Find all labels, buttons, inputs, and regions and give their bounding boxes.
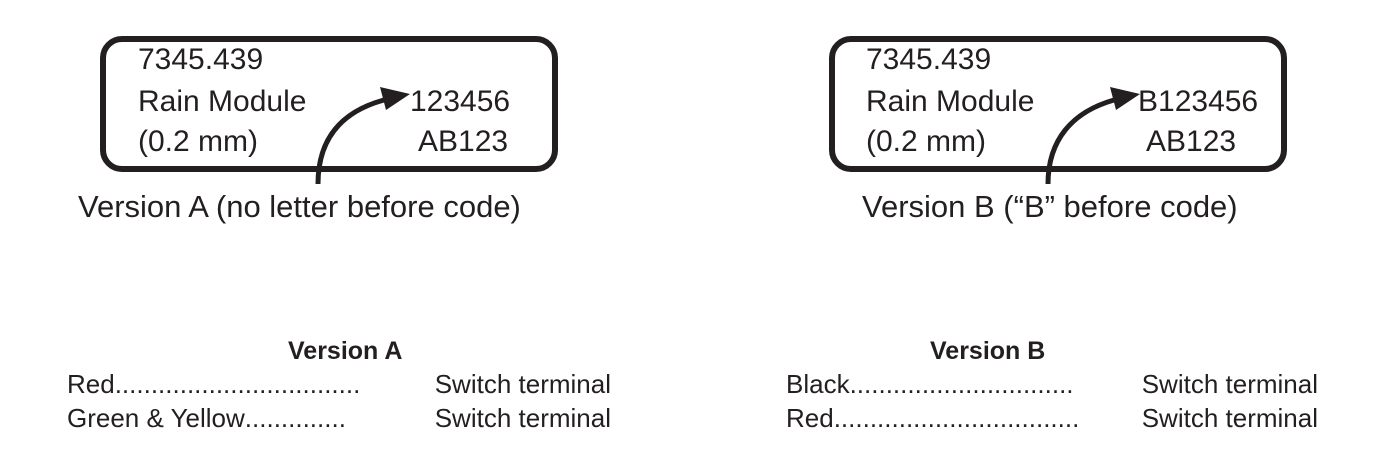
version-a-label-box	[100, 36, 558, 172]
table-row: Green & Yellow .............. Switch ter…	[67, 402, 611, 434]
version-a-rain-spec: (0.2 mm)	[138, 125, 258, 158]
leader-dots: ..............	[244, 403, 346, 433]
table-row: Black ............................... Sw…	[786, 368, 1318, 400]
terminal-name: Switch terminal	[1141, 403, 1318, 433]
table-row: Red .................................. S…	[67, 368, 611, 400]
leader-dots: ..................................	[833, 403, 1080, 433]
wire-color: Green & Yellow	[67, 403, 245, 433]
leader-dots: ..................................	[114, 369, 361, 399]
version-b-batch: AB123	[1146, 125, 1237, 158]
wire-color: Black	[786, 369, 850, 399]
version-a-part-number: 7345.439	[138, 43, 264, 76]
terminal-name: Switch terminal	[434, 369, 611, 399]
terminal-name: Switch terminal	[434, 403, 611, 433]
version-a-table-title: Version A	[288, 337, 403, 365]
terminal-name: Switch terminal	[1141, 369, 1318, 399]
table-row: Red .................................. S…	[786, 402, 1318, 434]
version-a-module-name: Rain Module	[138, 85, 307, 118]
version-b-code: B123456	[1138, 85, 1259, 118]
leader-dots: ...............................	[849, 369, 1074, 399]
wire-color: Red	[67, 369, 115, 399]
version-a-caption: Version A (no letter before code)	[78, 189, 521, 224]
wire-color: Red	[786, 403, 834, 433]
version-b-part-number: 7345.439	[866, 43, 992, 76]
version-b-table-title: Version B	[930, 337, 1046, 365]
version-a-code: 123456	[410, 85, 511, 118]
version-a-batch: AB123	[418, 125, 509, 158]
version-b-label-box	[829, 36, 1287, 172]
version-b-caption: Version B (“B” before code)	[862, 189, 1238, 224]
version-b-rain-spec: (0.2 mm)	[866, 125, 986, 158]
version-b-module-name: Rain Module	[866, 85, 1035, 118]
